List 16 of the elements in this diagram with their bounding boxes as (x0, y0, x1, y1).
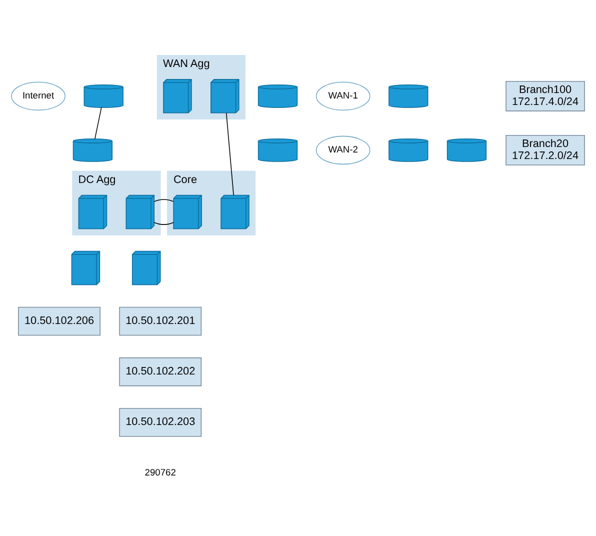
connector (154, 199, 174, 225)
cluster: WAN Agg (156, 54, 246, 120)
node-box: 10.50.102.202 (119, 357, 202, 386)
node-ellipse: WAN-1 (316, 82, 370, 111)
node-box: 10.50.102.203 (119, 408, 202, 437)
node-box: Branch20 172.17.2.0/24 (506, 135, 585, 166)
connector (94, 107, 102, 140)
node-ellipse: Internet (11, 82, 66, 111)
node-box: Branch100 172.17.4.0/24 (506, 81, 585, 112)
connector (226, 112, 234, 196)
node-ellipse: WAN-2 (316, 136, 370, 165)
cluster: Core (166, 170, 256, 236)
cluster: DC Agg (72, 170, 161, 236)
label: 290762 (144, 467, 176, 478)
node-box: 10.50.102.206 (18, 306, 100, 336)
node-box: 10.50.102.201 (119, 306, 202, 336)
